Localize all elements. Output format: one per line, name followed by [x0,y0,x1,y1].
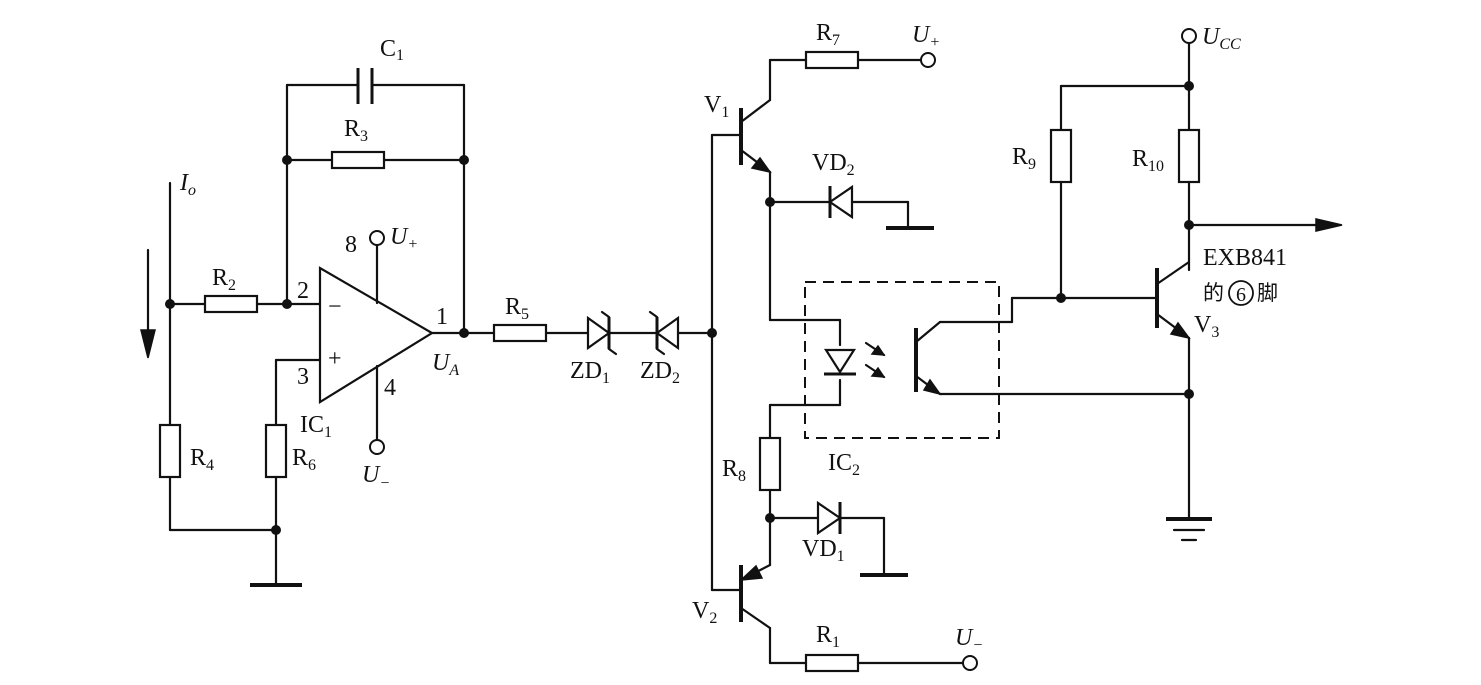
label-vd2: VD2 [812,150,855,179]
label-pin6-number: 6 [1236,284,1246,306]
label-pin6-prefix: 的 [1203,281,1224,305]
label-ucc: UCC [1202,24,1241,53]
label-pin6-suffix: 脚 [1257,281,1278,305]
optocoupler-box [804,281,1000,439]
label-r6: R6 [292,445,316,474]
label-r7: R7 [816,20,840,49]
label-c1: C1 [380,36,404,64]
resistor-r4 [158,423,182,479]
resistor-r7 [804,50,860,70]
pin-8: 8 [345,232,357,258]
resistor-r5 [492,323,548,343]
optocoupler-ic2 [804,281,1191,439]
output-stage [1010,28,1343,542]
label-r1: R1 [816,622,840,651]
resistor-r3 [330,150,386,170]
terminal-u-minus-r1 [962,655,978,671]
diode-vd1 [816,500,842,536]
resistor-r9 [1049,128,1073,184]
label-r8: R8 [722,456,746,485]
label-u-plus-r7: U+ [912,22,940,51]
terminal-u-plus-op [369,230,385,246]
label-u-minus-r1: U− [955,625,983,654]
label-v1: V1 [704,92,729,121]
label-r3: R3 [344,116,368,145]
terminal-u-minus-op [369,439,385,455]
label-r4: R4 [190,445,214,474]
label-ua: UA [432,350,459,379]
resistor-r10 [1177,128,1201,184]
resistor-r8 [758,436,782,492]
label-ic1: IC1 [300,412,332,441]
label-r5: R5 [505,294,529,323]
label-u-plus-op: U+ [390,224,418,253]
pin6-circle [1228,280,1254,306]
pin-1: 1 [436,304,448,330]
pin-2: 2 [297,278,309,304]
label-v3: V3 [1194,312,1219,341]
label-r2: R2 [212,265,236,294]
label-io: Io [179,170,196,199]
label-u-minus-op: U− [362,462,390,492]
input-stage [140,68,496,587]
terminal-ucc [1181,28,1197,44]
zener-zd2 [655,315,680,351]
pin-3: 3 [297,364,309,390]
label-vd1: VD1 [802,536,845,565]
labels: C1 R3 Io R2 R4 R6 IC1 8 U+ 2 − + 3 1 4 U… [179,20,1287,654]
pin-plus: + [328,346,342,372]
label-zd1: ZD1 [570,358,610,387]
optocoupler-led [823,348,857,375]
resistor-r6 [264,423,288,479]
diode-vd2 [828,184,854,220]
terminal-u-plus-r7 [920,52,936,68]
label-exb841: EXB841 [1203,245,1287,271]
label-zd2: ZD2 [640,358,680,387]
resistor-r2 [203,294,259,314]
resistor-r1 [804,653,860,673]
label-r10: R10 [1132,146,1164,175]
pin-minus: − [328,294,342,320]
pin-4: 4 [384,375,396,401]
label-ic2: IC2 [828,450,860,479]
driver-stage [710,50,978,673]
zener-zd1 [586,315,611,351]
label-r9: R9 [1012,144,1036,173]
label-v2: V2 [692,598,717,627]
